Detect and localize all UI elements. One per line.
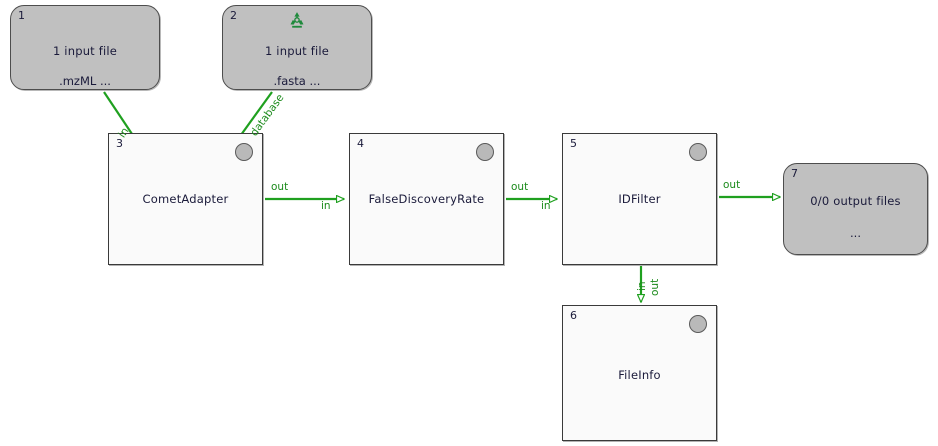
- node-subtitle: .mzML ...: [59, 74, 111, 88]
- node-title: 1 input file: [264, 44, 330, 58]
- node-2-input-file[interactable]: 2 1 input file .fasta ...: [222, 5, 372, 90]
- node-index: 3: [116, 137, 123, 150]
- node-index: 1: [18, 9, 25, 22]
- node-4-false-discovery-rate[interactable]: 4 FalseDiscoveryRate: [349, 133, 504, 265]
- edge-label-out-3-4: out: [271, 181, 289, 193]
- node-title: 0/0 output files: [810, 194, 901, 208]
- node-title: CometAdapter: [142, 192, 229, 206]
- node-index: 2: [230, 9, 237, 22]
- node-subtitle: .fasta ...: [273, 74, 321, 88]
- edge-label-in-5-6: in: [636, 281, 648, 291]
- node-subtitle: ...: [850, 226, 861, 240]
- recycle-icon: [287, 10, 307, 30]
- status-circle-icon[interactable]: [235, 143, 253, 161]
- edge-label-out-5-7: out: [723, 179, 741, 191]
- node-index: 4: [357, 137, 364, 150]
- node-title: FileInfo: [618, 368, 661, 382]
- status-circle-icon[interactable]: [689, 315, 707, 333]
- node-index: 6: [570, 309, 577, 322]
- node-index: 7: [791, 167, 798, 180]
- edge-label-in-4-5: in: [541, 200, 551, 212]
- status-circle-icon[interactable]: [476, 143, 494, 161]
- node-6-file-info[interactable]: 6 FileInfo: [562, 305, 717, 441]
- edge-label-database-2-3: database: [248, 92, 287, 139]
- node-7-output-files[interactable]: 7 0/0 output files ...: [783, 163, 928, 255]
- edge-label-out-4-5: out: [511, 181, 529, 193]
- edge-label-out-5-6: out: [649, 278, 661, 296]
- node-1-input-file[interactable]: 1 1 input file .mzML ...: [10, 5, 160, 90]
- node-title: IDFilter: [618, 192, 661, 206]
- node-5-id-filter[interactable]: 5 IDFilter: [562, 133, 717, 265]
- node-title: FalseDiscoveryRate: [368, 192, 485, 206]
- node-title: 1 input file: [52, 44, 118, 58]
- edge-label-in-3-4: in: [321, 200, 331, 212]
- node-index: 5: [570, 137, 577, 150]
- node-3-comet-adapter[interactable]: 3 CometAdapter: [108, 133, 263, 265]
- status-circle-icon[interactable]: [689, 143, 707, 161]
